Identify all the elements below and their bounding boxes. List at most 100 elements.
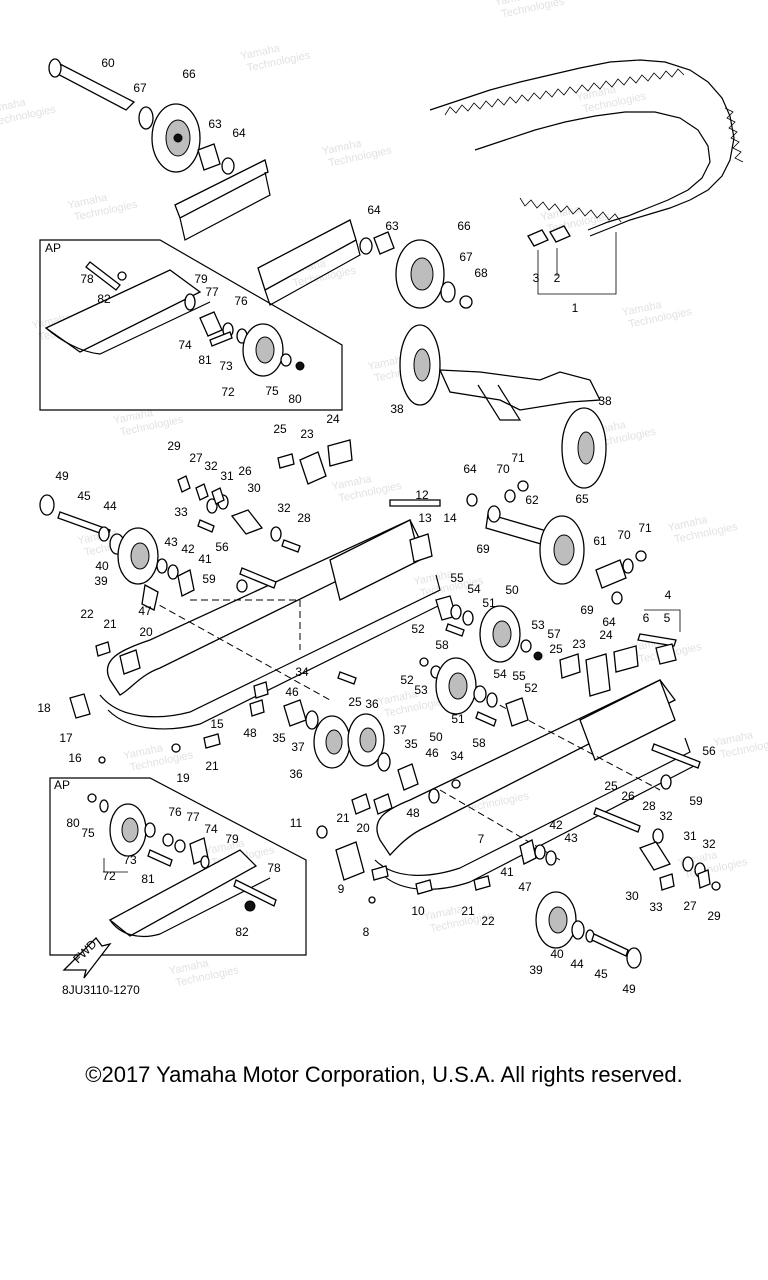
callout-82: 82 (97, 292, 111, 306)
callout-11: 11 (290, 816, 303, 830)
callout-33: 33 (174, 505, 188, 519)
callout-7: 7 (478, 832, 485, 846)
callout-75: 75 (81, 826, 95, 840)
callout-64: 64 (463, 462, 477, 476)
callout-43: 43 (164, 535, 178, 549)
callout-52: 52 (411, 622, 425, 636)
ap-box-bottom (49, 777, 307, 956)
callout-25: 25 (273, 422, 287, 436)
callout-41: 41 (198, 552, 212, 566)
callout-82: 82 (235, 925, 249, 939)
callout-64: 64 (367, 203, 381, 217)
callout-32: 32 (659, 809, 673, 823)
left-rail-parts (39, 439, 419, 791)
callout-35: 35 (272, 731, 286, 745)
diagram-code: 8JU3110-1270 (62, 983, 140, 997)
front-arm-assembly (399, 324, 607, 489)
callout-51: 51 (451, 712, 465, 726)
ap-box-top (39, 239, 343, 411)
callout-29: 29 (707, 909, 721, 923)
callout-72: 72 (102, 869, 116, 883)
callout-63: 63 (385, 219, 399, 233)
callout-68: 68 (474, 266, 488, 280)
callout-72: 72 (221, 385, 235, 399)
copyright-notice: ©2017 Yamaha Motor Corporation, U.S.A. A… (85, 1062, 683, 1087)
callout-AP: AP (45, 241, 61, 255)
callout-67: 67 (133, 81, 147, 95)
callout-79: 79 (194, 272, 208, 286)
callout-46: 46 (285, 685, 299, 699)
callout-64: 64 (232, 126, 246, 140)
watermark-text: Yamaha (494, 0, 537, 9)
callout-9: 9 (338, 882, 345, 896)
callout-37: 37 (291, 740, 305, 754)
callout-59: 59 (202, 572, 216, 586)
callout-42: 42 (549, 818, 563, 832)
callout-38: 38 (598, 394, 612, 408)
callout-56: 56 (215, 540, 229, 554)
callout-8: 8 (363, 925, 370, 939)
callout-40: 40 (95, 559, 109, 573)
callout-31: 31 (220, 469, 234, 483)
callout-25: 25 (549, 642, 563, 656)
drive-track (429, 59, 744, 295)
callout-18: 18 (37, 701, 51, 715)
callout-43: 43 (564, 831, 578, 845)
callout-30: 30 (247, 481, 261, 495)
callout-33: 33 (649, 900, 663, 914)
callout-21: 21 (205, 759, 219, 773)
callout-34: 34 (295, 665, 309, 679)
callout-21: 21 (461, 904, 475, 918)
callout-17: 17 (59, 731, 73, 745)
right-rail-parts (389, 480, 701, 804)
callout-44: 44 (570, 957, 584, 971)
callout-39: 39 (529, 963, 543, 977)
callout-44: 44 (103, 499, 117, 513)
callout-24: 24 (599, 628, 613, 642)
callout-20: 20 (139, 625, 153, 639)
callout-59: 59 (689, 794, 703, 808)
callout-52: 52 (524, 681, 538, 695)
callout-AP: AP (54, 778, 70, 792)
upper-rail-idlers (257, 219, 473, 309)
callout-40: 40 (550, 947, 564, 961)
callout-23: 23 (300, 427, 314, 441)
callout-50: 50 (429, 730, 443, 744)
callout-67: 67 (459, 250, 473, 264)
callout-77: 77 (186, 810, 200, 824)
callout-27: 27 (189, 451, 203, 465)
callout-27: 27 (683, 899, 697, 913)
callout-42: 42 (181, 542, 195, 556)
callout-53: 53 (414, 683, 428, 697)
callout-49: 49 (55, 469, 69, 483)
callout-37: 37 (393, 723, 407, 737)
callout-64: 64 (602, 615, 616, 629)
callout-78: 78 (267, 861, 281, 875)
callout-19: 19 (176, 771, 190, 785)
callout-14: 14 (443, 511, 457, 525)
callout-57: 57 (547, 627, 561, 641)
callout-60: 60 (101, 56, 115, 70)
callout-20: 20 (356, 821, 370, 835)
callout-81: 81 (198, 353, 212, 367)
rear-axle-assembly (48, 58, 271, 241)
callout-5: 5 (664, 611, 671, 625)
callout-28: 28 (642, 799, 656, 813)
callout-45: 45 (77, 489, 91, 503)
callout-16: 16 (68, 751, 82, 765)
callout-70: 70 (496, 462, 510, 476)
callout-47: 47 (518, 880, 532, 894)
callout-52: 52 (400, 673, 414, 687)
callout-79: 79 (225, 832, 239, 846)
callout-21: 21 (336, 811, 350, 825)
callout-73: 73 (123, 853, 137, 867)
callout-48: 48 (243, 726, 257, 740)
callout-61: 61 (593, 534, 607, 548)
callout-26: 26 (238, 464, 252, 478)
callout-46: 46 (425, 746, 439, 760)
callout-75: 75 (265, 384, 279, 398)
callout-13: 13 (418, 511, 432, 525)
callout-55: 55 (450, 571, 464, 585)
callout-28: 28 (297, 511, 311, 525)
